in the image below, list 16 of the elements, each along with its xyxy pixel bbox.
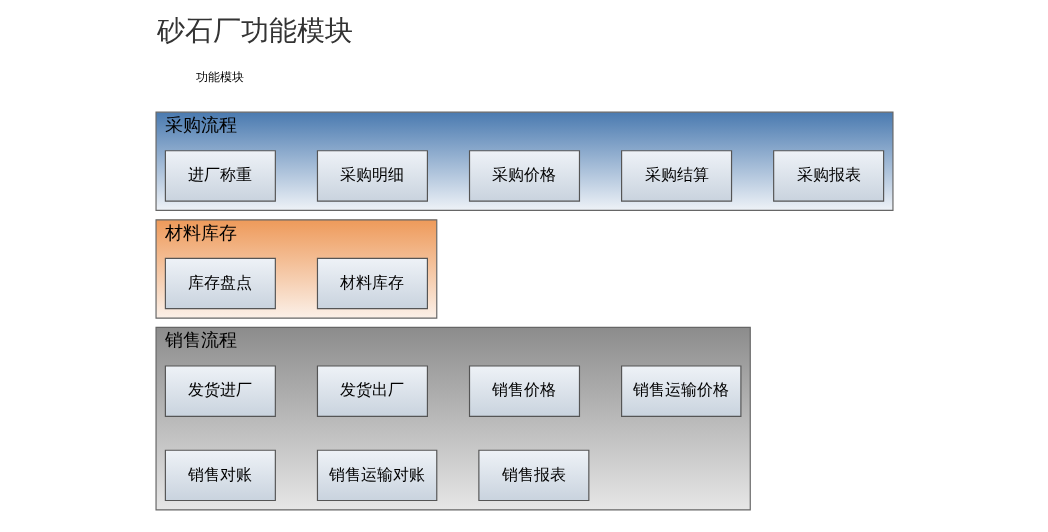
node-box: 库存盘点 [164,257,276,310]
node-box: 采购明细 [316,150,428,202]
node-box: 发货出厂 [316,365,428,417]
node-box: 销售价格 [468,365,580,417]
node-box: 采购价格 [468,150,580,202]
node-box: 进厂称重 [164,150,276,202]
node-box: 采购结算 [620,150,732,202]
node-box: 材料库存 [316,257,428,310]
node-box: 销售对账 [164,449,276,502]
node-box: 发货进厂 [164,365,276,417]
node-box: 销售报表 [477,449,589,502]
label: 功能模块 [195,69,244,84]
diagram-title: 砂石厂功能模块 [156,13,353,47]
node-box: 销售运输对账 [316,449,437,502]
node-box: 销售运输价格 [620,365,741,417]
node-box: 采购报表 [772,150,884,202]
